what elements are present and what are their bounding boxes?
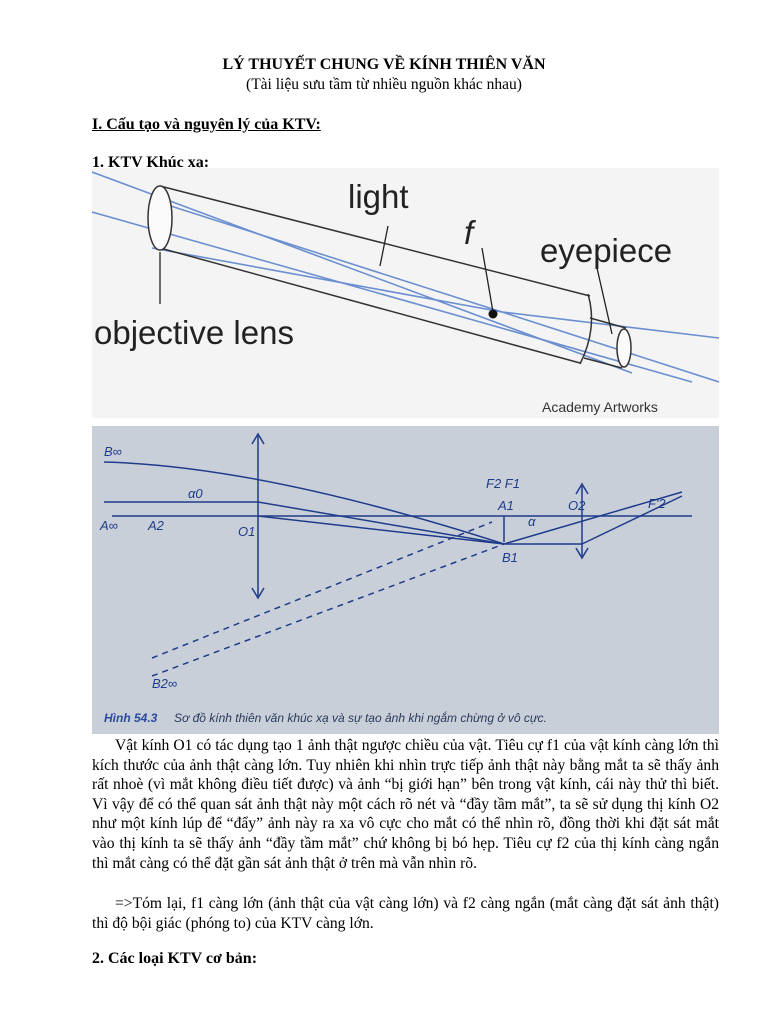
figure-caption-number: Hình 54.3 xyxy=(104,711,158,725)
label-B-infinity: B∞ xyxy=(104,444,122,459)
label-alpha: α xyxy=(528,514,536,529)
label-F2F1: F2 F1 xyxy=(486,476,520,491)
label-eyepiece: eyepiece xyxy=(540,232,672,269)
label-light: light xyxy=(348,178,409,215)
label-O1: O1 xyxy=(238,524,255,539)
label-A-infinity: A∞ xyxy=(99,518,118,533)
subsection-heading-2: 2. Các loại KTV cơ bản: xyxy=(92,950,258,967)
paragraph-1-text: Vật kính O1 có tác dụng tạo 1 ảnh thật n… xyxy=(92,737,719,872)
figure-credit: Academy Artworks xyxy=(542,399,658,415)
label-objective-lens: objective lens xyxy=(94,314,294,351)
document-subtitle: (Tài liệu sưu tầm từ nhiều nguồn khác nh… xyxy=(246,76,522,93)
label-alpha0: α0 xyxy=(188,486,203,501)
telescope-illustration: light f eyepiece objective lens Academy … xyxy=(92,168,719,418)
figure-caption-text: Sơ đồ kính thiên văn khúc xạ và sự tạo ả… xyxy=(174,710,547,725)
label-B2-infinity: B2∞ xyxy=(152,676,177,691)
label-A1: A1 xyxy=(497,498,514,513)
paragraph-2-text: =>Tóm lại, f1 càng lớn (ảnh thật của vật… xyxy=(92,895,719,932)
paragraph-1: Vật kính O1 có tác dụng tạo 1 ảnh thật n… xyxy=(92,736,719,873)
subsection-heading: 1. KTV Khúc xạ: xyxy=(92,154,210,171)
label-F2-prime: F'2 xyxy=(648,496,666,511)
label-A2: A2 xyxy=(147,518,165,533)
paragraph-2: =>Tóm lại, f1 càng lớn (ảnh thật của vật… xyxy=(92,894,719,933)
section-heading: I. Cấu tạo và nguyên lý của KTV: xyxy=(92,116,321,133)
document-title: LÝ THUYẾT CHUNG VỀ KÍNH THIÊN VĂN xyxy=(222,56,546,73)
label-B1: B1 xyxy=(502,550,518,565)
label-O2: O2 xyxy=(568,498,586,513)
ray-diagram: B∞ A∞ A2 α0 O1 F2 F1 A1 B1 α O2 F'2 B2∞ … xyxy=(92,426,719,734)
